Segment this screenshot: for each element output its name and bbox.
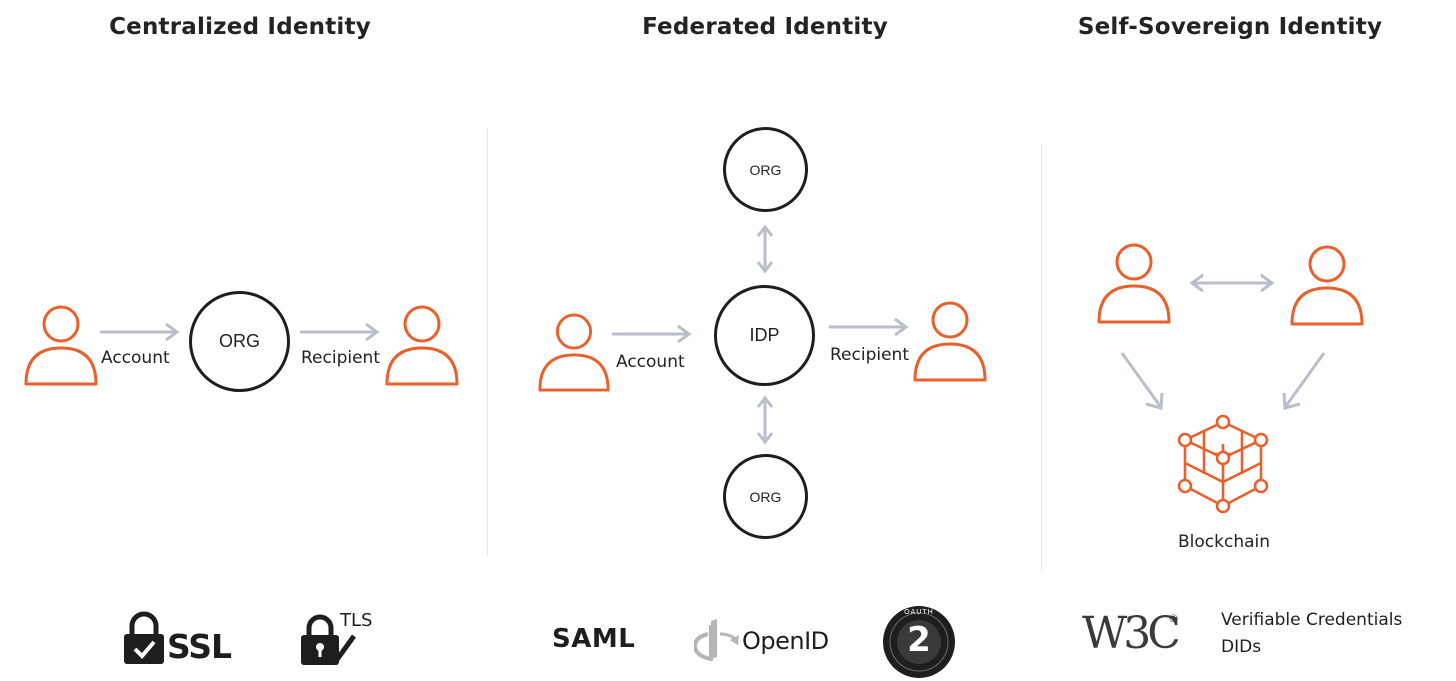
- section-divider-1: [487, 128, 488, 556]
- openid-logo-icon: [694, 619, 739, 661]
- oauth-badge-icon: 2 OAUTH: [881, 604, 957, 680]
- person-holder-icon: [1097, 243, 1171, 324]
- label-recipient: Recipient: [301, 348, 380, 368]
- node-org: ORG: [189, 291, 290, 392]
- tls-lock-icon: [301, 614, 356, 665]
- person-account-icon: [538, 313, 610, 392]
- blockchain-cube-icon: [1177, 414, 1269, 514]
- person-recipient-icon: [913, 301, 987, 382]
- ssl-lock-icon: [124, 611, 164, 664]
- arrow-idp-org-bottom: [756, 395, 774, 445]
- vc-label: Verifiable Credentials: [1221, 610, 1403, 630]
- title-federated: Federated Identity: [642, 14, 888, 40]
- tls-logo-text: TLS: [340, 610, 373, 631]
- title-centralized: Centralized Identity: [109, 14, 371, 40]
- arrow-verifier-to-blockchain: [1282, 352, 1326, 410]
- arrow-holder-to-blockchain: [1120, 352, 1164, 410]
- person-account-icon: [24, 305, 98, 386]
- label-blockchain: Blockchain: [1178, 532, 1271, 552]
- label-recipient: Recipient: [830, 345, 909, 365]
- node-org-bottom: ORG: [723, 454, 808, 539]
- arrow-org-top-idp: [756, 224, 774, 274]
- oauth-ring-text: OAUTH: [904, 608, 934, 616]
- arrow-account-to-idp: [612, 324, 692, 344]
- person-recipient-icon: [385, 305, 459, 386]
- dids-label: DIDs: [1221, 637, 1262, 657]
- title-self-sovereign: Self-Sovereign Identity: [1077, 14, 1383, 40]
- person-verifier-icon: [1290, 245, 1364, 326]
- w3c-registered-mark: ®: [1168, 612, 1179, 625]
- arrow-account-to-org: [100, 322, 180, 342]
- node-org-top: ORG: [723, 127, 808, 212]
- saml-logo-text: SAML: [552, 624, 636, 654]
- openid-logo-text: OpenID: [742, 627, 829, 655]
- arrow-peer-to-peer: [1189, 273, 1275, 293]
- label-account: Account: [101, 348, 170, 368]
- node-idp: IDP: [714, 285, 815, 386]
- arrow-org-to-recipient: [300, 322, 380, 342]
- label-account: Account: [616, 352, 685, 372]
- ssl-logo-text: SSL: [167, 627, 232, 666]
- arrow-idp-to-recipient: [829, 317, 909, 337]
- oauth-number: 2: [907, 620, 931, 660]
- w3c-logo-text: W3C: [1082, 608, 1181, 659]
- section-divider-2: [1041, 145, 1042, 570]
